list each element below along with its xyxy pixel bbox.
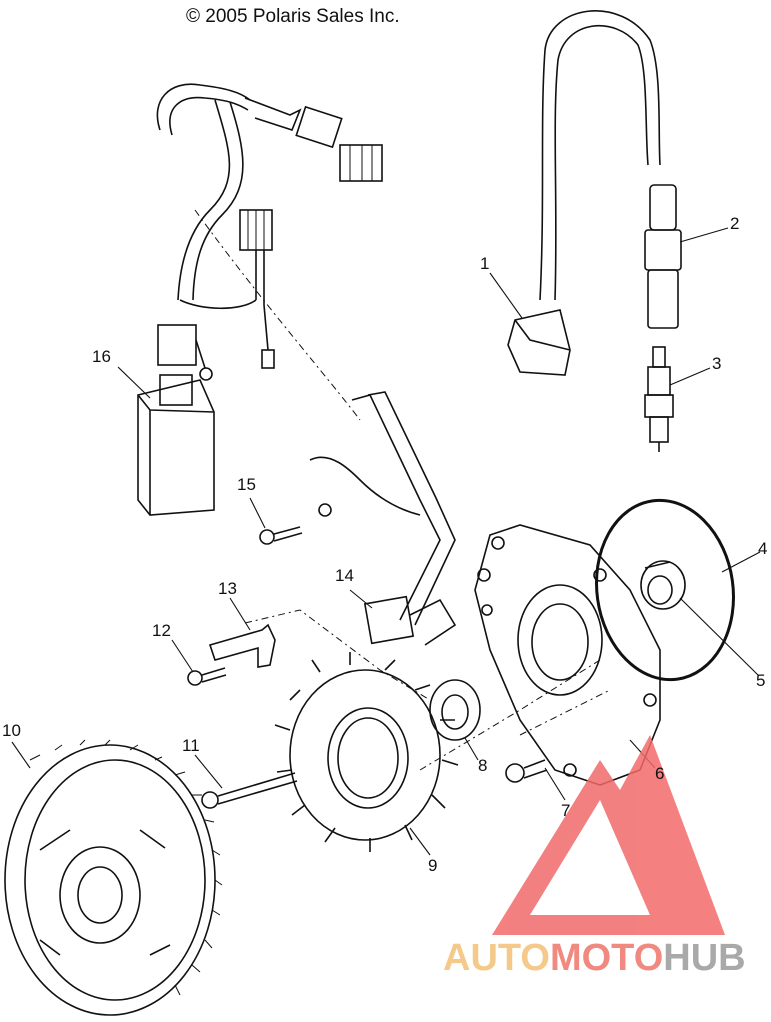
callout-1: 1 [480,254,490,273]
watermark-auto: AUTO [443,937,550,979]
callout-leaders [11,227,761,856]
callout-14: 14 [335,566,354,585]
watermark-hub: HUB [663,937,746,979]
callout-3: 3 [712,354,722,373]
flywheel [4,739,223,1016]
cdi-module [137,374,215,516]
callout-7: 7 [561,801,571,820]
guide-line [244,609,431,701]
spark-plug [644,346,674,452]
o-ring [595,498,735,682]
watermark-logo-mark [492,735,725,935]
screw-12 [187,667,227,686]
bolt-11 [201,772,298,809]
callout-10: 10 [2,721,21,740]
screw-15 [259,526,303,545]
guide-line [194,209,361,421]
oil-seal-8 [429,679,481,741]
bracket-13 [208,623,276,668]
watermark-text: AUTOMOTOHUB [443,937,746,980]
ignition-coil [507,10,661,376]
guide-line [519,689,611,736]
callout-5: 5 [756,671,766,690]
callout-16: 16 [92,347,111,366]
callout-13: 13 [218,579,237,598]
stator-wire-grommet [309,391,457,646]
callout-4: 4 [758,539,768,558]
callout-9: 9 [428,856,438,875]
copyright-notice: © 2005 Polaris Sales Inc. [186,6,400,27]
callout-12: 12 [152,621,171,640]
callout-2: 2 [730,214,740,233]
callout-15: 15 [237,475,256,494]
guide-line [419,659,601,771]
stator-coil [274,652,459,852]
screw-7 [505,759,548,783]
callout-6: 6 [655,764,665,783]
watermark-moto: MOTO [549,937,664,979]
wiring-harness [156,83,383,381]
callout-8: 8 [478,756,488,775]
callout-11: 11 [182,736,200,755]
stator-plate [474,524,661,786]
oil-seal-5 [640,560,686,610]
spark-plug-cap [644,184,682,329]
